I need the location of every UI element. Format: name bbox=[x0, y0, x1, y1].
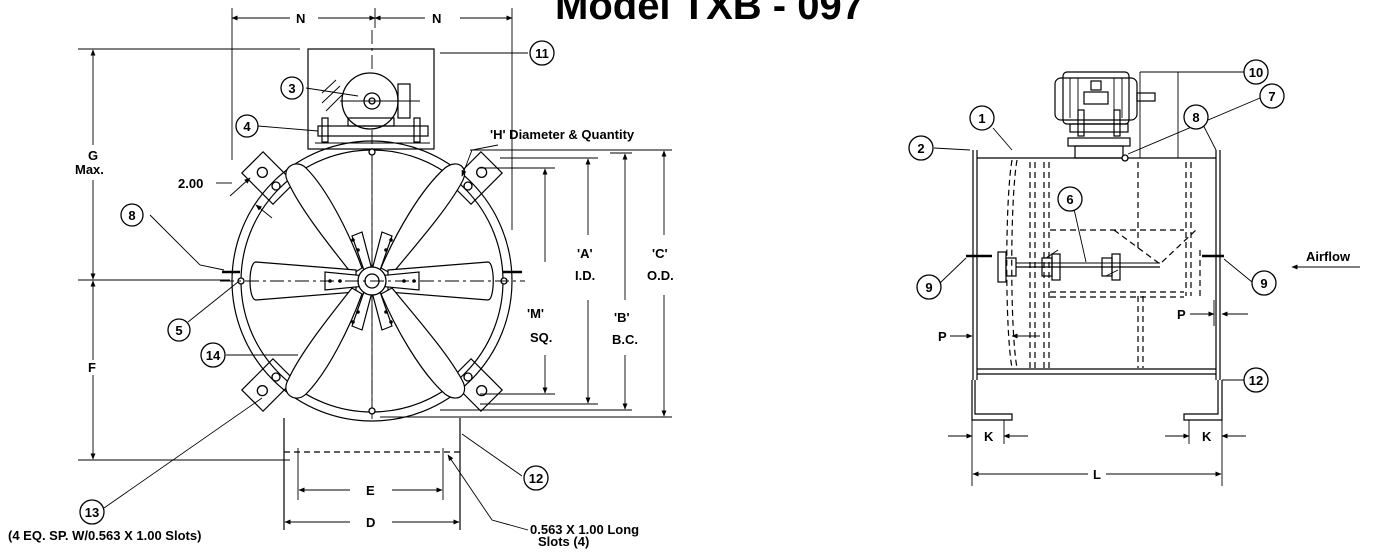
svg-text:7: 7 bbox=[1268, 89, 1275, 104]
callout-12-side: 12 bbox=[1243, 367, 1269, 393]
svg-text:9: 9 bbox=[925, 280, 932, 295]
dim-n: N N bbox=[231, 8, 513, 230]
dim-b-label: 'B' bbox=[614, 310, 630, 325]
dim-k: K K bbox=[948, 420, 1246, 444]
svg-text:5: 5 bbox=[175, 323, 182, 338]
dim-l: L bbox=[971, 420, 1223, 486]
dim-200-label: 2.00 bbox=[178, 176, 203, 191]
callout-9-left: 9 bbox=[916, 274, 942, 300]
svg-text:8: 8 bbox=[128, 208, 135, 223]
dim-c-label: 'C' bbox=[652, 246, 668, 261]
dim-p-right-label: P bbox=[1177, 307, 1186, 322]
dim-l-label: L bbox=[1093, 467, 1101, 482]
callout-5: 5 bbox=[167, 318, 191, 342]
motor-assembly bbox=[307, 48, 435, 150]
side-shaft bbox=[997, 249, 1160, 283]
callout-2: 2 bbox=[908, 135, 934, 161]
svg-text:12: 12 bbox=[529, 471, 543, 486]
dim-g-sub-label: Max. bbox=[75, 162, 104, 177]
svg-text:3: 3 bbox=[288, 81, 295, 96]
callout-11: 11 bbox=[529, 40, 555, 66]
callout-7: 7 bbox=[1259, 83, 1285, 109]
svg-text:9: 9 bbox=[1260, 276, 1267, 291]
dim-g-label: G bbox=[88, 148, 98, 163]
side-housing bbox=[972, 150, 1221, 380]
dim-c-sub-label: O.D. bbox=[647, 268, 674, 283]
dim-d-label: D bbox=[366, 515, 375, 530]
dim-p: P P bbox=[938, 300, 1248, 344]
callout-8: 8 bbox=[120, 203, 144, 227]
dim-f-label: F bbox=[88, 360, 96, 375]
callout-4: 4 bbox=[235, 114, 259, 138]
drawing-title: Model TXB - 097 bbox=[555, 0, 864, 28]
side-feet bbox=[971, 380, 1223, 421]
dim-h-label: 'H' Diameter & Quantity bbox=[490, 127, 635, 142]
callout-14: 14 bbox=[200, 342, 226, 368]
dim-m-label: 'M' bbox=[527, 306, 544, 321]
svg-text:14: 14 bbox=[206, 348, 221, 363]
front-view: N N G Max. F bbox=[8, 8, 674, 549]
svg-text:13: 13 bbox=[85, 505, 99, 520]
dim-g-f: G Max. F bbox=[75, 48, 300, 461]
dim-a-sub-label: I.D. bbox=[575, 268, 595, 283]
side-internals bbox=[1006, 159, 1201, 369]
svg-text:1: 1 bbox=[978, 111, 985, 126]
dim-m-sub-label: SQ. bbox=[530, 330, 552, 345]
dim-n-left-label: N bbox=[296, 11, 305, 26]
dim-e-label: E bbox=[366, 483, 375, 498]
dim-200: 2.00 bbox=[178, 176, 273, 219]
dim-k-left-label: K bbox=[984, 429, 994, 444]
svg-text:4: 4 bbox=[243, 119, 251, 134]
svg-text:8: 8 bbox=[1192, 110, 1199, 125]
callout-1: 1 bbox=[969, 105, 995, 131]
dim-verticals: 'M' SQ. 'A' I.D. 'B' B.C. 'C' O.D. bbox=[380, 149, 674, 418]
slots-note-line2: Slots (4) bbox=[538, 534, 589, 549]
callout-8-side: 8 bbox=[1183, 104, 1209, 130]
callout-13: 13 bbox=[79, 499, 105, 525]
svg-text:12: 12 bbox=[1249, 373, 1263, 388]
dim-b-sub-label: B.C. bbox=[612, 332, 638, 347]
airflow-label: Airflow bbox=[1306, 249, 1351, 264]
callout-12: 12 bbox=[523, 465, 549, 491]
base-feet: E D bbox=[283, 418, 461, 530]
callout-10: 10 bbox=[1243, 59, 1269, 85]
callout-9-right: 9 bbox=[1251, 270, 1277, 296]
eq-spacing-note: (4 EQ. SP. W/0.563 X 1.00 Slots) bbox=[8, 528, 201, 543]
dim-p-left-label: P bbox=[938, 329, 947, 344]
callout-3: 3 bbox=[280, 76, 304, 100]
dim-a-label: 'A' bbox=[577, 246, 593, 261]
svg-text:10: 10 bbox=[1249, 65, 1263, 80]
callout-6: 6 bbox=[1057, 186, 1083, 212]
svg-text:11: 11 bbox=[535, 46, 549, 61]
dim-k-right-label: K bbox=[1202, 429, 1212, 444]
svg-text:6: 6 bbox=[1066, 192, 1073, 207]
front-callout-leaders bbox=[103, 52, 528, 509]
fan-propeller bbox=[249, 163, 494, 399]
side-view: K K L P P Airflow bbox=[908, 59, 1360, 486]
slots-note-line1: 0.563 X 1.00 Long bbox=[530, 522, 639, 537]
svg-text:2: 2 bbox=[917, 141, 924, 156]
dim-n-right-label: N bbox=[432, 11, 441, 26]
